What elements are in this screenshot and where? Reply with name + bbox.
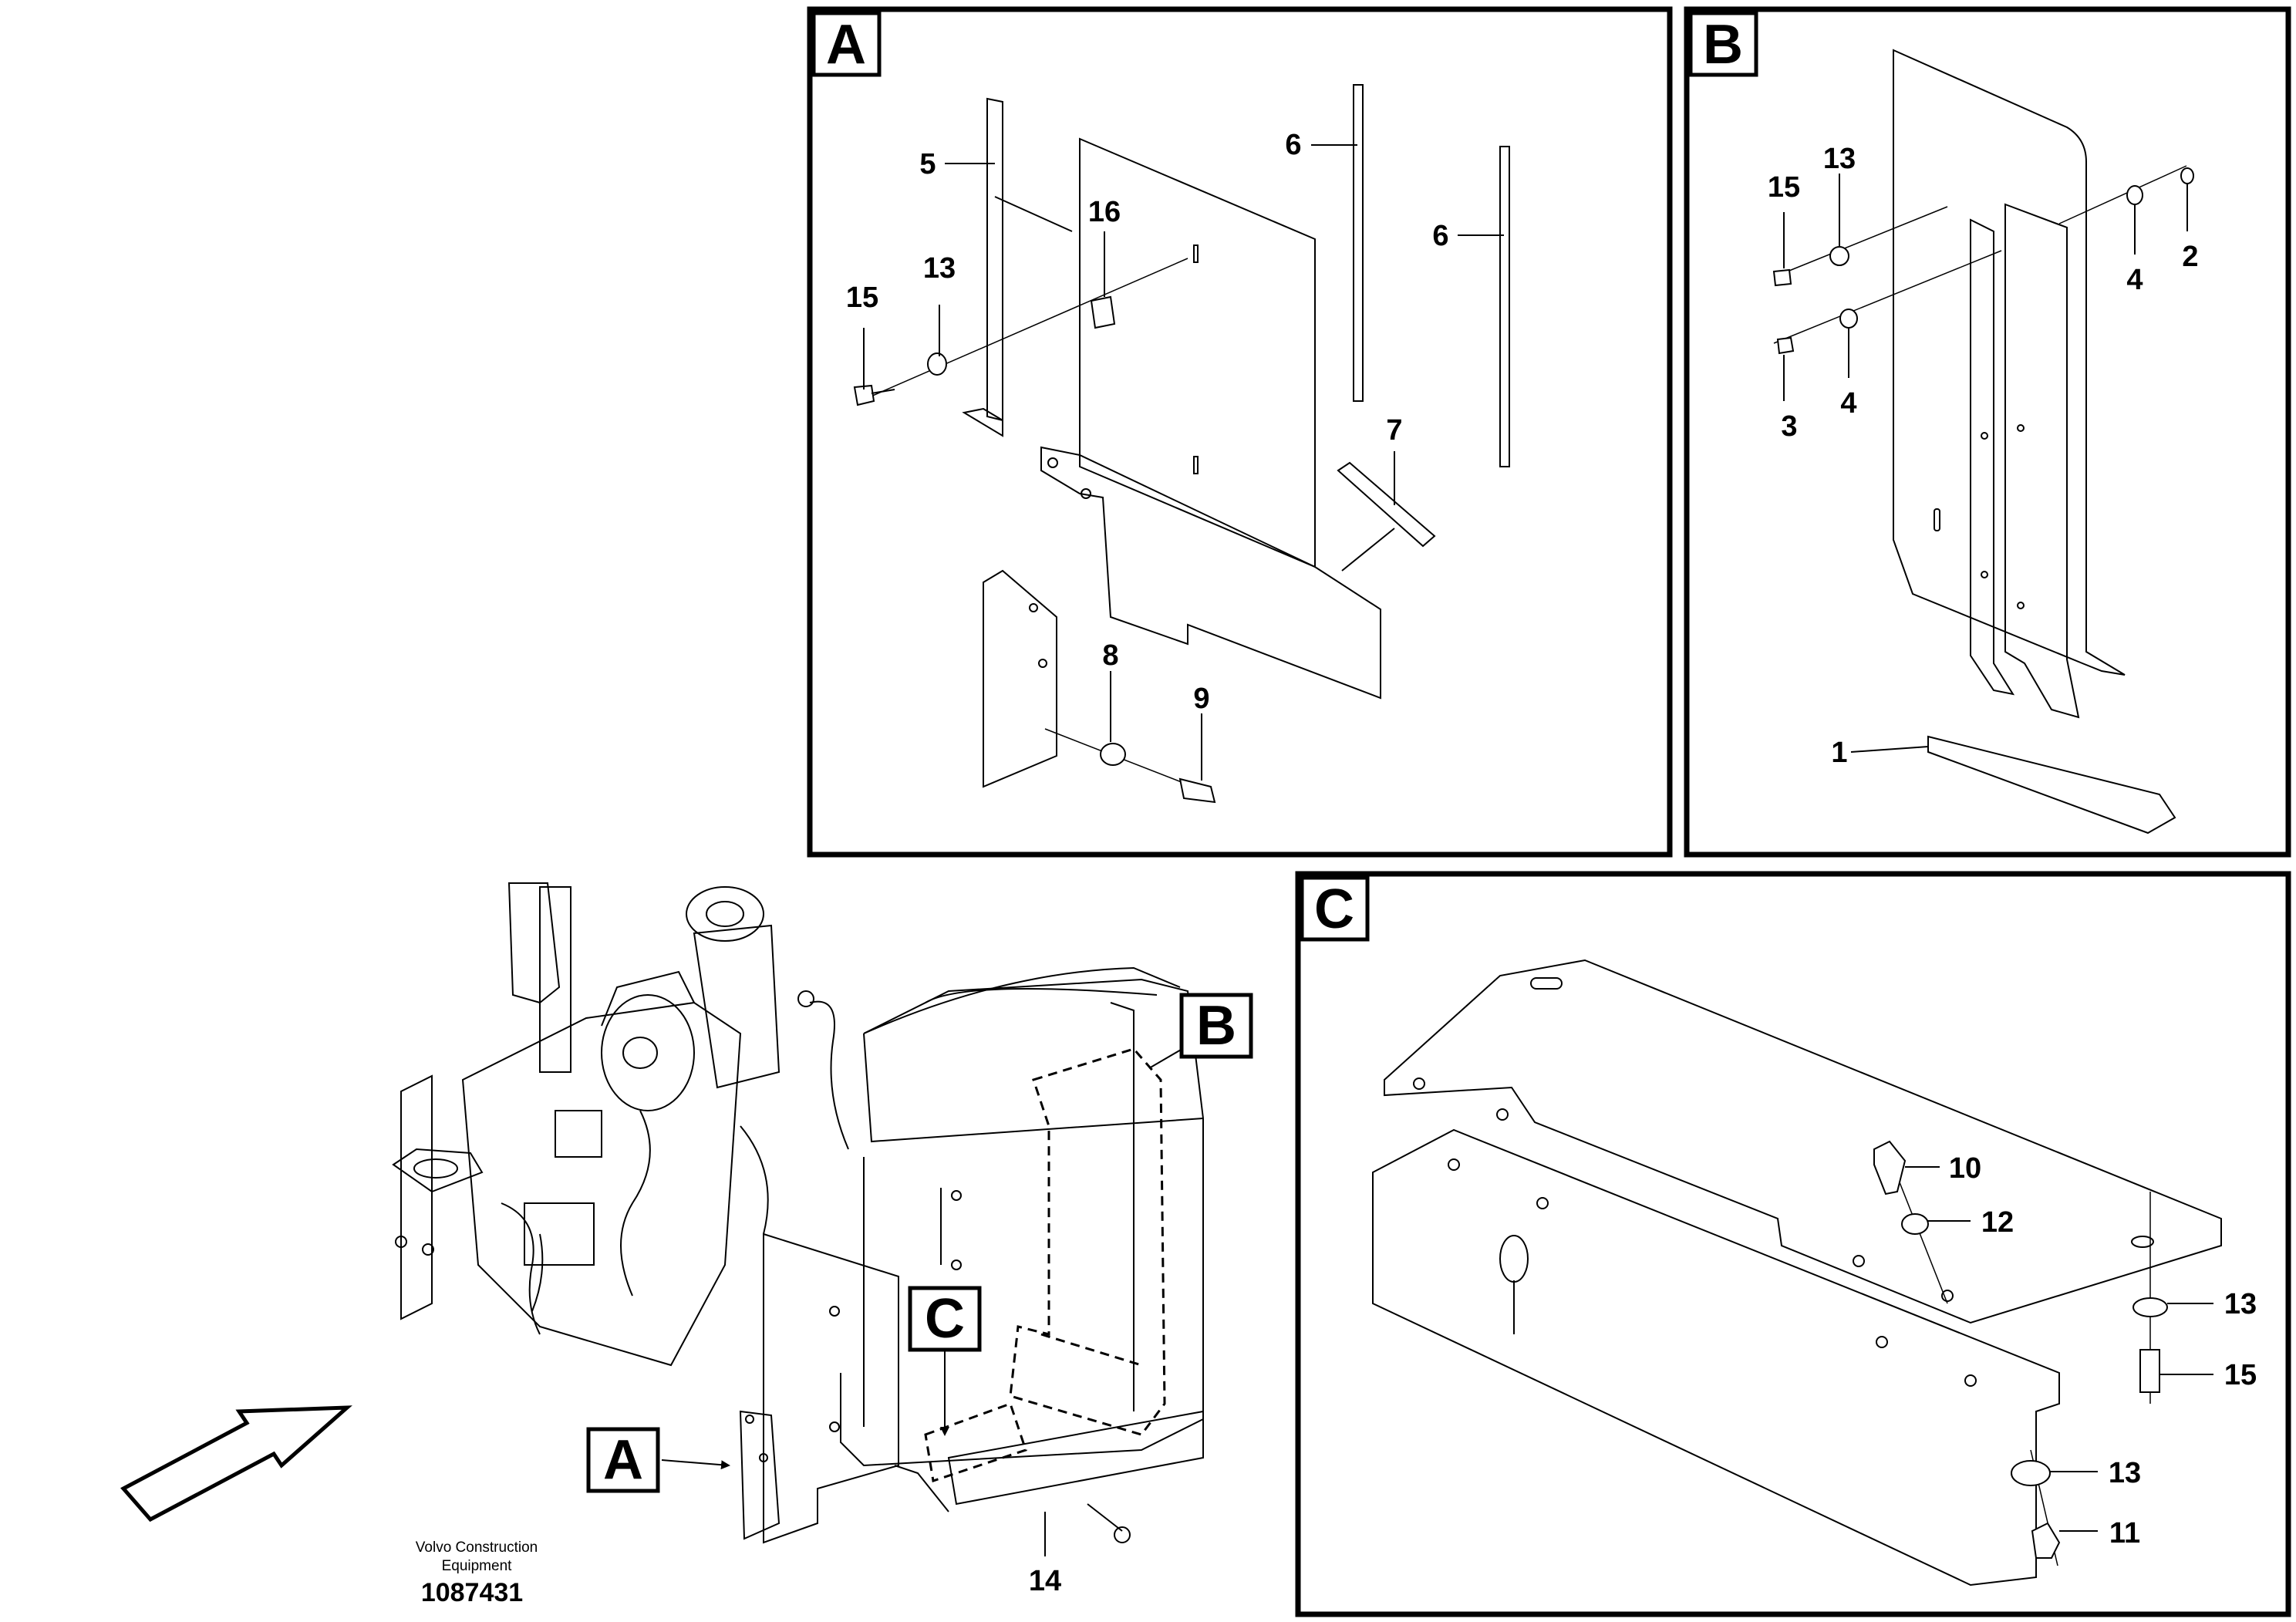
panel-a-bracket-plate xyxy=(983,569,1057,788)
callout-b-4a: 4 xyxy=(2126,264,2143,296)
footer-line2: Equipment xyxy=(442,1558,513,1574)
callout-b-1: 1 xyxy=(1831,737,1847,769)
footer-line1: Volvo Construction xyxy=(416,1539,538,1556)
callout-b-13: 13 xyxy=(1823,143,1856,175)
callout-b-2: 2 xyxy=(2182,241,2198,273)
callout-a-16: 16 xyxy=(1088,196,1121,228)
panel-a-strip-6a xyxy=(1353,84,1364,402)
callout-c-12: 12 xyxy=(1981,1206,2014,1239)
callout-b-4b: 4 xyxy=(1840,387,1856,420)
callout-c-10: 10 xyxy=(1949,1152,1981,1185)
panel-b-fasteners xyxy=(1772,165,2194,355)
callout-overview-14: 14 xyxy=(1029,1565,1061,1597)
panel-b-frame xyxy=(1684,6,2291,858)
panel-b: B xyxy=(1684,6,2291,858)
callout-a-8: 8 xyxy=(1102,639,1118,672)
panel-c-leaders xyxy=(1905,1166,2213,1532)
svg-text:A: A xyxy=(603,1429,643,1491)
panel-b-strip-right xyxy=(2004,203,2080,719)
callout-c-13a: 13 xyxy=(2224,1288,2257,1320)
callout-b-3: 3 xyxy=(1781,410,1797,443)
panel-b-strip-1 xyxy=(1927,735,2176,835)
panel-a-letter: A xyxy=(826,14,866,76)
direction-arrow xyxy=(120,1405,352,1523)
panel-a-strip-6b xyxy=(1499,146,1510,467)
panel-a-fasteners xyxy=(853,258,1216,804)
svg-text:B: B xyxy=(1196,995,1236,1057)
callout-c-15: 15 xyxy=(2224,1359,2257,1391)
panel-a-bar-7 xyxy=(1337,461,1436,548)
callout-a-15: 15 xyxy=(846,282,878,314)
callout-a-9: 9 xyxy=(1193,683,1209,715)
callout-a-13: 13 xyxy=(923,252,956,285)
panel-b-badge xyxy=(1688,11,1758,77)
callout-b-15: 15 xyxy=(1768,171,1800,204)
overview-label-a: A xyxy=(586,1427,660,1493)
panel-c-badge xyxy=(1300,875,1370,942)
callout-a-6b: 6 xyxy=(1432,220,1448,252)
svg-text:C: C xyxy=(925,1288,965,1350)
panel-c-frame xyxy=(1295,871,2291,1617)
panel-b-cover-plate xyxy=(1893,49,2126,676)
callout-a-6a: 6 xyxy=(1285,129,1301,161)
callout-a-7: 7 xyxy=(1386,414,1402,447)
panel-b-letter: B xyxy=(1703,14,1743,76)
panel-a-cover-plate xyxy=(1040,137,1381,700)
panel-b-leaders xyxy=(1783,174,2188,753)
overview-label-b: B xyxy=(1179,993,1253,1059)
panel-a: A xyxy=(807,6,1673,858)
callout-c-13b: 13 xyxy=(2109,1457,2141,1489)
panel-c-top-plate xyxy=(1384,959,2222,1324)
panel-c-fasteners xyxy=(1873,1140,2168,1566)
callout-c-11: 11 xyxy=(2109,1517,2140,1549)
footer-number: 1087431 xyxy=(421,1578,523,1607)
panel-a-badge xyxy=(811,11,882,77)
panel-c-bottom-plate xyxy=(1372,1128,2060,1587)
callout-a-5: 5 xyxy=(919,148,936,180)
panel-a-leaders xyxy=(863,144,1504,781)
panel-a-frame xyxy=(807,6,1673,858)
panel-c: C xyxy=(1295,871,2291,1617)
panel-b-strip-left xyxy=(1970,218,2015,696)
panel-c-letter: C xyxy=(1314,878,1354,940)
overview-label-c: C xyxy=(908,1286,982,1352)
panel-a-strip-5 xyxy=(962,97,1003,437)
overview-machine xyxy=(392,882,1204,1544)
